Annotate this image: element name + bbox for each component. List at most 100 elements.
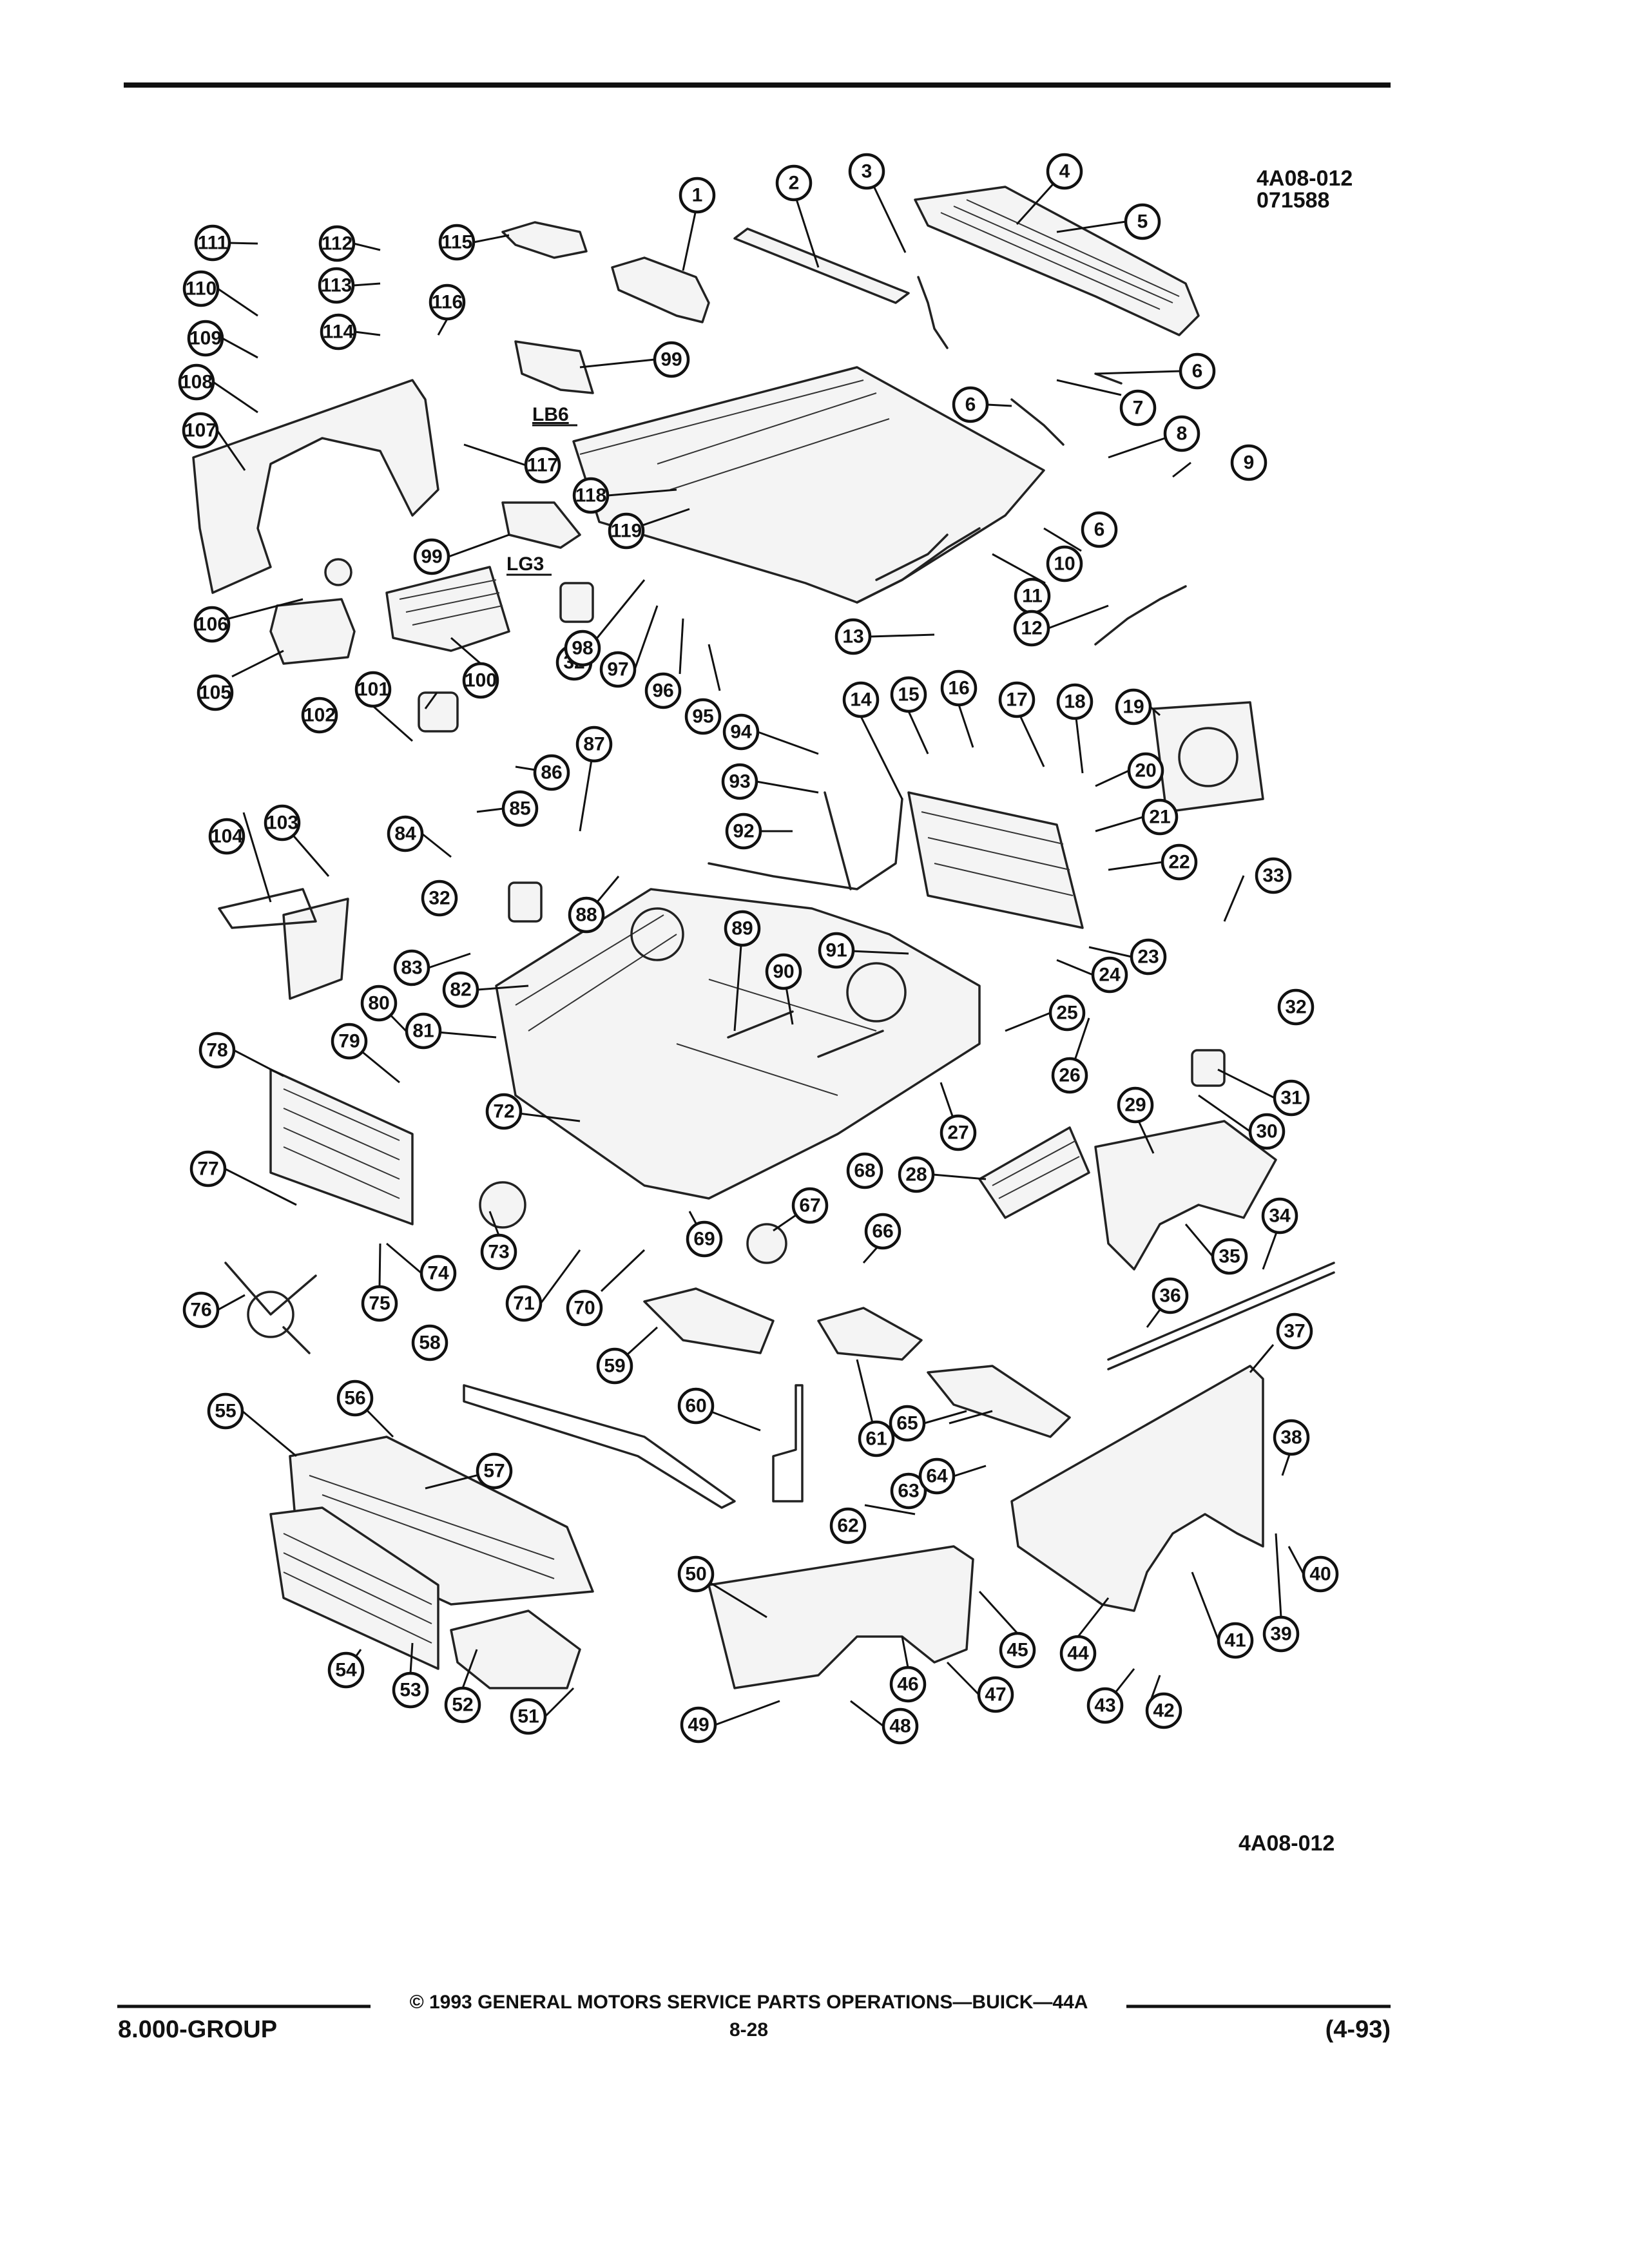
svg-text:22: 22 — [1168, 852, 1190, 873]
svg-text:95: 95 — [692, 706, 713, 727]
callout-42: 42 — [1145, 1692, 1182, 1729]
callout-45: 45 — [999, 1631, 1036, 1669]
svg-text:99: 99 — [660, 349, 682, 370]
callout-96: 96 — [644, 672, 682, 709]
svg-text:37: 37 — [1284, 1321, 1305, 1342]
callout-48: 48 — [882, 1707, 919, 1745]
svg-text:2: 2 — [789, 173, 800, 194]
callout-103: 103 — [264, 804, 301, 841]
svg-text:14: 14 — [850, 689, 872, 711]
svg-text:26: 26 — [1059, 1065, 1080, 1086]
callout-95: 95 — [684, 698, 722, 735]
svg-text:92: 92 — [733, 821, 754, 842]
callout-89: 89 — [724, 910, 761, 947]
svg-text:74: 74 — [427, 1263, 449, 1284]
callout-29: 29 — [1117, 1086, 1154, 1124]
callout-37: 37 — [1276, 1312, 1313, 1350]
callout-53: 53 — [392, 1671, 429, 1709]
callout-105: 105 — [197, 674, 234, 711]
callout-107: 107 — [182, 412, 219, 449]
callout-54: 54 — [327, 1651, 365, 1689]
callout-92: 92 — [725, 812, 762, 850]
callout-112: 112 — [318, 225, 356, 262]
svg-text:100: 100 — [465, 670, 497, 691]
svg-text:96: 96 — [652, 680, 673, 702]
callout-9: 9 — [1230, 444, 1268, 481]
callout-102: 102 — [301, 697, 338, 734]
svg-text:81: 81 — [412, 1021, 434, 1042]
callout-18: 18 — [1056, 683, 1094, 720]
svg-text:103: 103 — [266, 812, 298, 834]
callout-79: 79 — [331, 1023, 368, 1060]
svg-text:82: 82 — [450, 979, 471, 1001]
svg-text:113: 113 — [321, 275, 352, 296]
engine-label-lg3: LG3 — [506, 553, 544, 575]
callout-2: 2 — [775, 164, 813, 202]
svg-text:69: 69 — [693, 1229, 715, 1250]
svg-text:19: 19 — [1123, 697, 1144, 718]
callout-3: 3 — [848, 153, 885, 190]
callout-51: 51 — [510, 1698, 547, 1735]
callout-65: 65 — [889, 1405, 926, 1442]
callout-15: 15 — [890, 676, 927, 713]
svg-text:12: 12 — [1021, 618, 1042, 639]
svg-text:85: 85 — [509, 798, 530, 820]
svg-text:29: 29 — [1124, 1095, 1146, 1116]
svg-text:91: 91 — [825, 940, 847, 961]
svg-text:83: 83 — [401, 957, 422, 979]
svg-text:117: 117 — [527, 455, 558, 476]
svg-text:17: 17 — [1006, 689, 1027, 711]
callout-17: 17 — [998, 681, 1036, 718]
callout-77: 77 — [189, 1150, 227, 1187]
callout-7: 7 — [1119, 389, 1157, 427]
callout-55: 55 — [207, 1392, 244, 1430]
svg-text:7: 7 — [1133, 398, 1144, 419]
svg-text:30: 30 — [1256, 1121, 1277, 1142]
callout-115: 115 — [438, 224, 476, 261]
callout-32c: 32 — [1277, 988, 1315, 1026]
callout-28: 28 — [898, 1156, 935, 1193]
svg-text:8: 8 — [1177, 423, 1188, 445]
svg-text:106: 106 — [196, 614, 228, 635]
svg-text:21: 21 — [1149, 807, 1170, 828]
callout-117: 117 — [524, 447, 561, 484]
callout-76: 76 — [182, 1291, 220, 1329]
svg-text:16: 16 — [948, 678, 969, 699]
svg-text:59: 59 — [604, 1356, 625, 1377]
svg-text:31: 31 — [1280, 1088, 1302, 1109]
callout-14: 14 — [842, 681, 880, 718]
svg-text:28: 28 — [905, 1164, 927, 1186]
callout-118: 118 — [572, 477, 610, 514]
svg-text:11: 11 — [1022, 586, 1043, 607]
callout-27: 27 — [940, 1114, 977, 1151]
callout-83: 83 — [393, 949, 430, 986]
svg-text:110: 110 — [186, 278, 217, 300]
svg-text:32: 32 — [1285, 997, 1306, 1018]
svg-text:6: 6 — [1192, 361, 1203, 382]
svg-text:89: 89 — [731, 918, 753, 939]
callout-66: 66 — [864, 1213, 901, 1250]
callout-88: 88 — [568, 896, 605, 934]
svg-text:68: 68 — [854, 1160, 875, 1182]
exploded-parts-drawing — [192, 186, 1335, 1689]
svg-text:79: 79 — [338, 1031, 360, 1052]
callout-111: 111 — [194, 224, 231, 262]
callout-70: 70 — [566, 1289, 603, 1327]
svg-text:70: 70 — [574, 1298, 595, 1319]
svg-text:105: 105 — [199, 682, 231, 704]
svg-text:116: 116 — [432, 292, 463, 313]
svg-text:20: 20 — [1135, 760, 1156, 782]
callout-64: 64 — [918, 1457, 956, 1495]
callout-59: 59 — [596, 1347, 633, 1385]
svg-text:111: 111 — [198, 233, 228, 254]
svg-text:44: 44 — [1067, 1643, 1089, 1664]
callout-44: 44 — [1059, 1635, 1097, 1672]
callout-20: 20 — [1127, 752, 1164, 789]
svg-text:114: 114 — [323, 322, 354, 343]
callout-81: 81 — [405, 1012, 442, 1050]
callout-11: 11 — [1014, 577, 1051, 615]
callout-6a: 6 — [1179, 352, 1216, 390]
callout-46: 46 — [889, 1666, 927, 1703]
svg-text:38: 38 — [1280, 1427, 1302, 1448]
